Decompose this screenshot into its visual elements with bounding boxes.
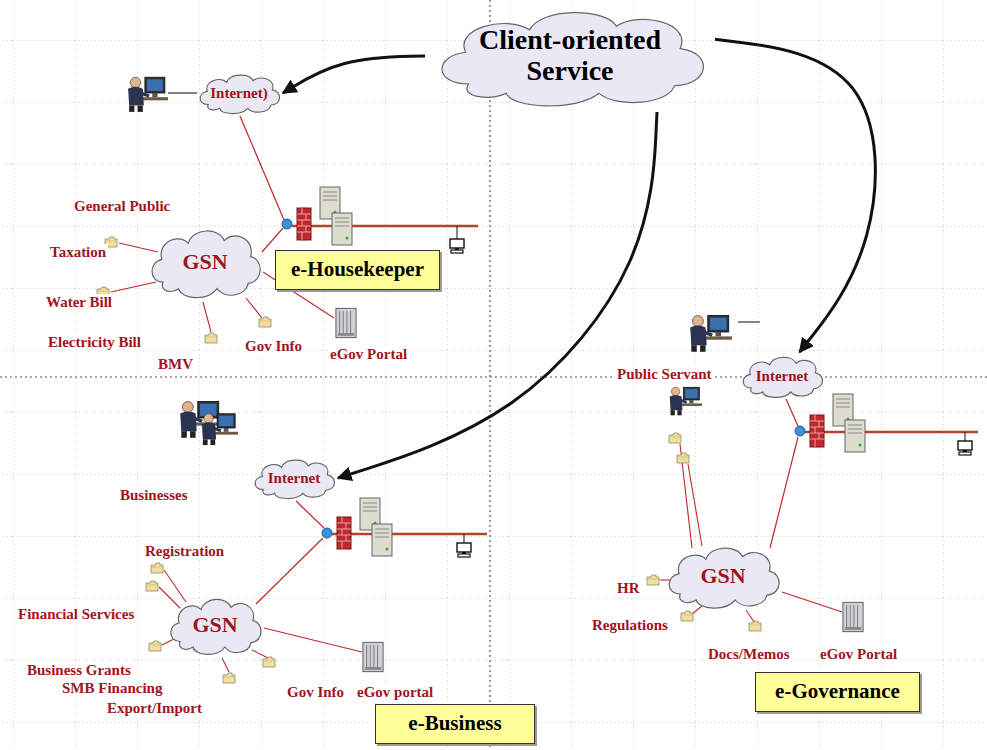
folder-icon xyxy=(749,621,761,631)
network-cloud: Internet xyxy=(738,352,826,400)
cloud-label: Internet xyxy=(268,470,321,487)
service-box: e-Business xyxy=(375,704,535,744)
router-symbol xyxy=(322,528,332,538)
service-label: Electricity Bill xyxy=(46,334,143,351)
service-label: eGov Portal xyxy=(328,346,409,363)
node-text: Internet xyxy=(260,455,328,501)
cloud-shape xyxy=(200,75,279,113)
cloud-shape xyxy=(442,13,703,106)
folder-icon xyxy=(149,641,161,651)
service-label: Gov Info xyxy=(285,684,346,701)
network-cloud: GSN xyxy=(165,592,265,658)
box-title: e-Business xyxy=(408,712,501,735)
cloud-label: GSN xyxy=(182,250,227,274)
service-label: Export/Import xyxy=(105,700,204,717)
cloud-shape xyxy=(743,357,822,397)
node-text: e-Business xyxy=(384,705,526,743)
node-text: GSN xyxy=(161,222,249,302)
user-workstation xyxy=(128,77,168,112)
governance-illustration xyxy=(647,316,978,632)
server-symbol xyxy=(845,420,865,452)
network-cloud: Internet) xyxy=(195,70,283,116)
network-cloud: GSN xyxy=(662,540,784,612)
cloud-shape xyxy=(171,599,261,654)
portal-server-icon xyxy=(843,602,863,631)
service-box: e-Governance xyxy=(755,672,920,712)
server-symbol xyxy=(332,213,352,245)
node-text: GSN xyxy=(179,592,251,658)
folder-icon xyxy=(647,575,659,585)
portal-server-icon xyxy=(363,642,383,671)
service-label: Financial Services xyxy=(16,606,136,623)
service-label: Taxation xyxy=(48,244,108,261)
node-text: GSN xyxy=(678,540,768,612)
network-cloud: Internet xyxy=(250,455,338,501)
cloud-label: Internet xyxy=(756,368,809,385)
pc-symbol xyxy=(450,239,464,253)
cloud-label: Internet) xyxy=(210,85,267,102)
server-symbol xyxy=(372,524,392,556)
cloud-label: Client-oriented Service xyxy=(455,25,685,87)
network-cloud: GSN xyxy=(145,222,265,302)
folder-icon xyxy=(669,433,681,443)
portal-server-icon xyxy=(336,308,356,337)
folder-icon xyxy=(681,611,693,621)
service-label: Business Grants xyxy=(25,662,133,679)
service-label: eGov portal xyxy=(355,684,435,701)
folder-icon xyxy=(259,317,271,327)
lan-line xyxy=(292,225,478,228)
network-link xyxy=(240,116,284,220)
folder-icon xyxy=(151,563,163,573)
service-arrow xyxy=(283,56,425,93)
firewall-symbol xyxy=(337,517,351,549)
cloud-label: GSN xyxy=(700,564,745,588)
folder-icon xyxy=(223,673,235,683)
node-text: e-Housekeeper xyxy=(284,251,431,289)
cloud-shape xyxy=(669,548,779,608)
cloud-shape xyxy=(255,460,334,498)
service-label: Regulations xyxy=(590,617,670,634)
firewall-symbol xyxy=(810,415,824,447)
folder-icon xyxy=(205,333,217,343)
node-text: Client-oriented Service xyxy=(455,0,685,112)
box-title: e-Housekeeper xyxy=(291,258,424,281)
pc-symbol xyxy=(457,543,471,557)
router-symbol xyxy=(282,219,292,229)
node-text: Internet) xyxy=(205,70,273,116)
user-workstation xyxy=(690,316,732,352)
service-label: Registration xyxy=(143,543,226,560)
service-label: SMB Financing xyxy=(60,680,164,697)
node-text: e-Governance xyxy=(764,673,911,711)
user-workstation xyxy=(202,414,238,445)
router-symbol xyxy=(795,426,805,436)
service-label: Water Bill xyxy=(44,294,114,311)
box-title: e-Governance xyxy=(775,680,900,703)
service-label: Businesses xyxy=(118,487,190,504)
user-workstation xyxy=(670,387,702,415)
service-label: General Public xyxy=(72,198,172,215)
firewall-symbol xyxy=(297,208,311,240)
cloud-shape xyxy=(152,231,260,298)
folder-icon xyxy=(146,581,158,591)
service-label: HR xyxy=(615,580,642,597)
service-label: Gov Info xyxy=(243,338,304,355)
network-cloud: Client-oriented Service xyxy=(425,0,715,112)
service-label: eGov Portal xyxy=(818,646,899,663)
service-label: Public Servant xyxy=(615,366,714,383)
service-arrow xyxy=(338,112,657,478)
folder-icon xyxy=(263,657,275,667)
node-text: Internet xyxy=(748,352,816,400)
cloud-label: GSN xyxy=(192,613,237,637)
service-box: e-Housekeeper xyxy=(275,250,440,290)
folder-icon xyxy=(677,453,689,463)
service-label: Docs/Memos xyxy=(706,646,792,663)
service-label: BMV xyxy=(156,356,195,373)
pc-symbol xyxy=(958,441,972,455)
service-arrow xyxy=(715,39,875,352)
